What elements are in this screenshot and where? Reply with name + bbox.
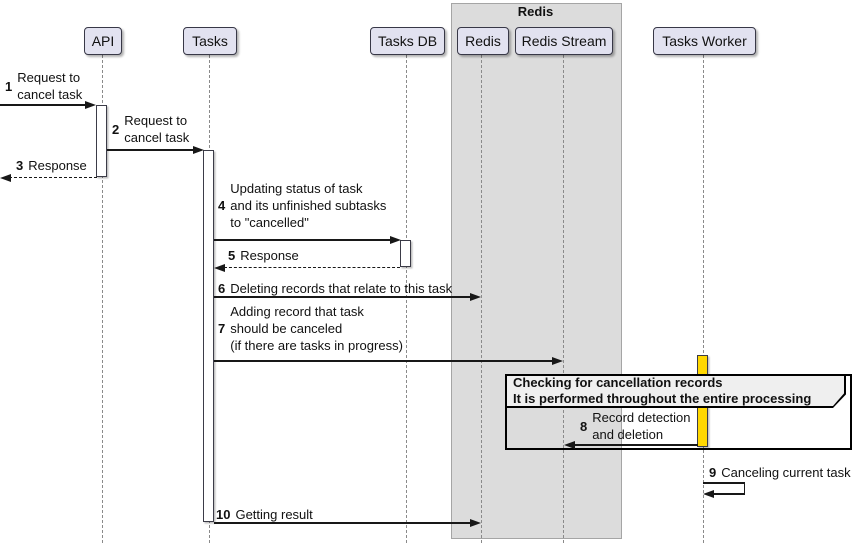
message-4-line2: and its unfinished subtasks xyxy=(230,198,387,213)
message-1-number: 1 xyxy=(5,78,13,94)
message-8-arrowhead-icon xyxy=(564,440,575,449)
message-6-arrow xyxy=(214,296,471,298)
message-4-number: 4 xyxy=(218,198,226,213)
message-2-number: 2 xyxy=(112,121,120,137)
message-9-arrow-side xyxy=(743,482,746,494)
message-7-arrowhead-icon xyxy=(552,356,563,365)
participant-tasks-worker-label: Tasks Worker xyxy=(662,33,747,49)
group-title: Checking for cancellation records It is … xyxy=(513,375,811,406)
lifeline-tasks-worker xyxy=(703,55,704,543)
participant-tasks-label: Tasks xyxy=(192,33,228,49)
message-10-arrow xyxy=(214,522,471,524)
message-3-arrowhead-icon xyxy=(0,173,11,182)
message-5-arrow xyxy=(224,267,400,268)
message-4-arrowhead-icon xyxy=(390,235,401,244)
group-header-bg xyxy=(507,376,844,406)
participant-redis-stream-label: Redis Stream xyxy=(521,33,607,49)
message-8-line2: and deletion xyxy=(592,427,664,442)
participant-redis-stream: Redis Stream xyxy=(515,27,613,55)
message-9-line1: Canceling current task xyxy=(721,465,851,480)
message-6-label: 6 Deleting records that relate to this t… xyxy=(218,280,452,297)
message-9-arrow-top xyxy=(703,482,745,484)
message-3-arrow xyxy=(9,177,97,178)
message-2-arrow xyxy=(107,149,194,151)
message-4-line1: Updating status of task xyxy=(230,181,363,196)
message-4-line3: to "cancelled" xyxy=(230,215,309,230)
message-6-line1: Deleting records that relate to this tas… xyxy=(230,281,453,296)
message-9-arrowhead-icon xyxy=(703,489,714,498)
message-1-label: 1 Request to cancel task xyxy=(5,69,82,103)
message-1-line2: cancel task xyxy=(17,87,83,102)
message-9-number: 9 xyxy=(709,465,717,480)
activation-tasks-db xyxy=(400,240,411,267)
message-7-number: 7 xyxy=(218,321,226,336)
participant-redis: Redis xyxy=(457,27,509,55)
message-9-arrow-bottom xyxy=(712,493,745,495)
message-1-line1: Request to xyxy=(17,70,81,85)
message-4-label: 4 Updating status of task and its unfini… xyxy=(218,180,386,231)
group-header: Checking for cancellation records It is … xyxy=(505,374,846,408)
message-10-label: 10 Getting result xyxy=(216,506,313,523)
message-3-number: 3 xyxy=(16,158,24,173)
message-5-line1: Response xyxy=(240,248,299,263)
message-8-arrow xyxy=(574,444,698,446)
message-10-line1: Getting result xyxy=(235,507,313,522)
message-6-arrowhead-icon xyxy=(470,292,481,301)
message-10-number: 10 xyxy=(216,507,231,522)
activation-api xyxy=(96,105,107,177)
message-2-line2: cancel task xyxy=(124,130,190,145)
lifeline-redis-stream xyxy=(563,55,564,543)
participant-redis-label: Redis xyxy=(465,33,501,49)
message-3-label: 3 Response xyxy=(16,157,87,174)
message-3-line1: Response xyxy=(28,158,87,173)
redis-frame-title: Redis xyxy=(517,4,554,19)
message-8-line1: Record detection xyxy=(592,410,691,425)
message-7-arrow xyxy=(214,360,553,362)
message-10-arrowhead-icon xyxy=(470,518,481,527)
message-7-line2: should be canceled xyxy=(230,321,343,336)
message-9-label: 9 Canceling current task xyxy=(709,464,851,481)
message-5-number: 5 xyxy=(228,248,236,263)
message-4-arrow xyxy=(214,239,391,241)
participant-api-label: API xyxy=(91,33,115,49)
message-5-arrowhead-icon xyxy=(214,263,225,272)
participant-tasks-db: Tasks DB xyxy=(370,27,445,55)
message-7-line1: Adding record that task xyxy=(230,304,364,319)
message-1-arrowhead-icon xyxy=(85,100,96,109)
message-2-arrowhead-icon xyxy=(193,145,204,154)
participant-tasks-db-label: Tasks DB xyxy=(377,33,438,49)
message-5-label: 5 Response xyxy=(228,247,299,264)
lifeline-api xyxy=(102,55,103,543)
participant-api: API xyxy=(84,27,122,55)
message-7-line3: (if there are tasks in progress) xyxy=(230,338,403,353)
redis-frame xyxy=(451,3,622,539)
group-title-line1: Checking for cancellation records xyxy=(513,375,723,390)
message-2-line1: Request to xyxy=(124,113,188,128)
activation-tasks xyxy=(203,150,214,522)
message-7-label: 7 Adding record that task should be canc… xyxy=(218,303,403,354)
lifeline-tasks-db xyxy=(406,55,407,543)
participant-tasks-worker: Tasks Worker xyxy=(653,27,756,55)
group-title-line2: It is performed throughout the entire pr… xyxy=(513,390,812,406)
message-8-label: 8 Record detection and deletion xyxy=(580,409,691,443)
message-2-label: 2 Request to cancel task xyxy=(112,112,189,146)
message-1-arrow xyxy=(0,104,86,106)
participant-tasks: Tasks xyxy=(183,27,237,55)
lifeline-redis xyxy=(481,55,482,543)
message-8-number: 8 xyxy=(580,418,588,434)
message-6-number: 6 xyxy=(218,281,226,296)
